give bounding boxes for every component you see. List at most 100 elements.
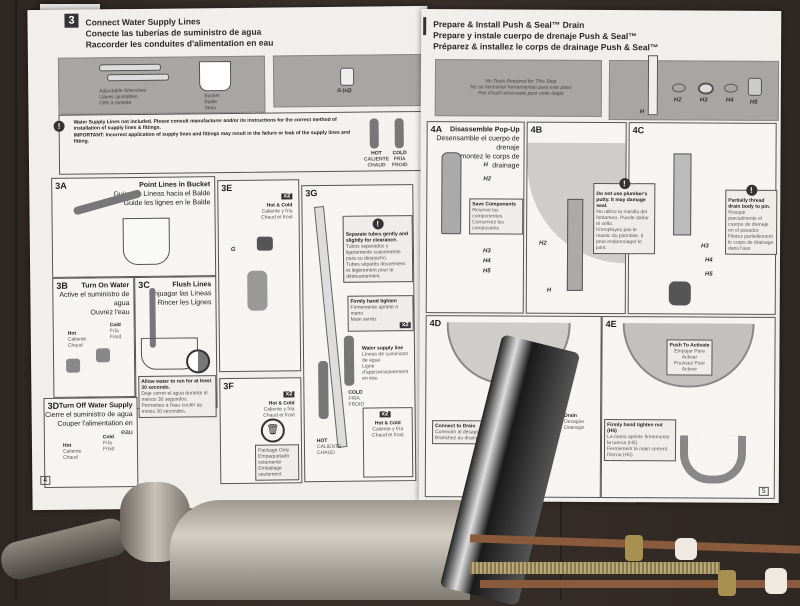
p-trap-icon (679, 435, 747, 484)
warning-icon: ! (53, 120, 65, 132)
bucket-icon (122, 217, 171, 266)
copper-supply-tube (480, 580, 800, 588)
part-h5-label: H5 (704, 271, 713, 278)
part-h3-label: H3 (483, 248, 491, 255)
hot-supply-line-icon (318, 360, 329, 420)
no-putty-callout: ! Do not use plumber's putty. It may dam… (593, 178, 656, 255)
panel-label: 3A (55, 180, 67, 191)
brass-nut (718, 570, 736, 596)
warning-important: IMPORTANT: Incorrect application of supp… (73, 129, 351, 145)
drain-body-icon (441, 152, 462, 235)
part-h5-label: H5 (482, 268, 491, 275)
fitting-icon (256, 236, 273, 251)
part-h4-label: H4 (725, 97, 734, 104)
faucet-handle (0, 514, 133, 584)
warning-icon: ! (618, 178, 630, 190)
panel-label: 4E (605, 319, 617, 330)
nut-h5-icon (747, 77, 762, 96)
warning-icon: ! (745, 184, 757, 196)
page-number: 4 (40, 475, 51, 485)
threaded-mounting-rod (470, 562, 720, 574)
cold-supply-line-icon (394, 118, 404, 149)
drain-body-icon (647, 55, 659, 116)
part-h5-label: H5 (749, 99, 758, 106)
plastic-cap (765, 568, 787, 594)
valve-icon (66, 358, 81, 373)
gasket-h4-icon (723, 83, 738, 93)
parts-box: H H2 H3 H4 H5 (608, 55, 780, 121)
quantity-badge: x2 (283, 391, 295, 398)
panel-label: 3G (305, 188, 318, 199)
cold-supply-line-icon (343, 335, 355, 386)
trash-icon: 🗑 (260, 418, 285, 443)
part-h3-label: H3 (699, 97, 708, 104)
panel-label: 4B (530, 124, 543, 135)
gasket-h3-icon (697, 82, 714, 95)
separate-tubes-callout: ! Separate tubes gently and slightly for… (342, 215, 414, 283)
part-h2-label: H2 (539, 240, 547, 247)
wood-grain (560, 500, 562, 600)
wrench-icon (107, 73, 170, 82)
panel-label: 3C (138, 279, 150, 290)
step-number-4 (423, 17, 427, 36)
drain-body-icon (566, 198, 584, 291)
flush-note: Allow water to run for at least 30 secon… (138, 375, 217, 418)
wood-grain (15, 0, 17, 600)
part-h-label: H (639, 109, 645, 116)
panel-3g: 3G ! Separate tubes gently and slightly … (301, 184, 417, 483)
quantity-badge: x2 (281, 193, 293, 200)
fitting-g-icon (340, 67, 355, 86)
warning-icon: ! (372, 218, 384, 230)
stopwatch-icon (185, 349, 211, 374)
valve-icon (95, 348, 111, 363)
panel-label: 4D (429, 318, 442, 329)
step-number-3: 3 (64, 13, 79, 28)
part-h-label: H (483, 162, 488, 169)
part-h2-label: H2 (483, 176, 492, 183)
part-h4-label: H4 (482, 258, 491, 265)
page-number: 5 (758, 486, 769, 496)
warning-box: ! Water Supply Lines not included. Pleas… (53, 110, 427, 175)
brass-nut (625, 535, 643, 561)
part-h4-label: H4 (704, 257, 713, 264)
panel-4c: 4C ! Do not use plumber's putty. It may … (593, 122, 778, 315)
part-h-label: H (546, 287, 552, 294)
quantity-badge: x2 (399, 322, 411, 329)
valve-icon (247, 270, 268, 311)
plastic-cap (675, 538, 697, 560)
part-h3-label: H3 (701, 243, 709, 250)
panel-label: 4C (632, 125, 645, 136)
quantity-badge: x2 (379, 411, 391, 418)
panel-label: 3E (221, 182, 233, 194)
wrench-icon (98, 63, 162, 72)
